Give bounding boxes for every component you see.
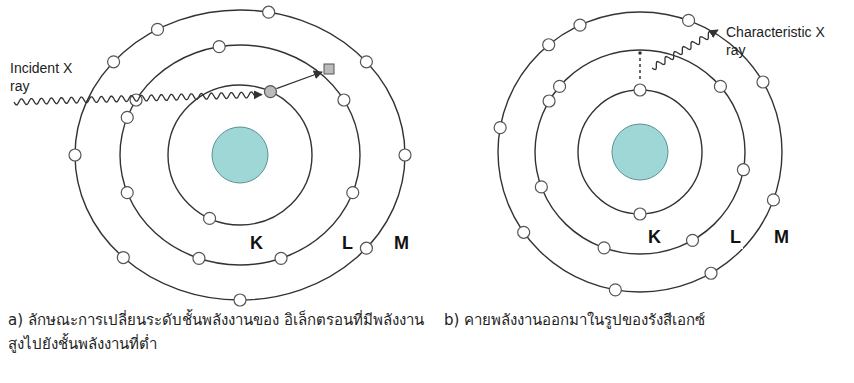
shell-label: L bbox=[340, 232, 355, 255]
incident-wave bbox=[14, 92, 262, 105]
wave-label: Characteristic X ray bbox=[726, 24, 836, 59]
shell-label: M bbox=[772, 226, 791, 249]
electron bbox=[121, 111, 133, 123]
electron bbox=[609, 284, 621, 296]
caption: b) คายพลังงานออกมาในรูปของรังสีเอกซ์ bbox=[444, 308, 844, 332]
atom bbox=[69, 6, 411, 306]
electron bbox=[204, 212, 216, 224]
electron bbox=[117, 252, 129, 264]
electron bbox=[213, 41, 225, 53]
electron bbox=[399, 149, 411, 161]
electron bbox=[683, 14, 695, 26]
electron bbox=[574, 19, 586, 31]
electron bbox=[535, 181, 547, 193]
electron-shell bbox=[578, 90, 702, 214]
electron bbox=[360, 242, 372, 254]
electron bbox=[121, 187, 133, 199]
electron bbox=[494, 122, 506, 134]
transition-dot bbox=[638, 51, 642, 55]
electron bbox=[518, 226, 530, 238]
electron-shell bbox=[535, 50, 745, 254]
transition-mark bbox=[639, 58, 641, 82]
electron bbox=[705, 267, 717, 279]
electron bbox=[275, 252, 287, 264]
electron bbox=[264, 86, 276, 98]
electron bbox=[108, 56, 120, 68]
wave-label: Incident X ray bbox=[10, 60, 90, 95]
ejected-electron bbox=[324, 64, 334, 74]
electron bbox=[193, 252, 205, 264]
electron-shell bbox=[75, 10, 405, 300]
electron bbox=[598, 242, 610, 254]
electron bbox=[714, 80, 726, 92]
nucleus bbox=[612, 124, 668, 180]
electron bbox=[360, 56, 372, 68]
electron bbox=[634, 208, 646, 220]
caption: a) ลักษณะการเปลี่ยนระดับชั้นพลังงานของ อ… bbox=[8, 308, 428, 356]
electron bbox=[152, 23, 164, 35]
electron bbox=[543, 95, 555, 107]
shell-label: M bbox=[392, 232, 411, 255]
electron bbox=[347, 187, 359, 199]
nucleus bbox=[212, 127, 268, 183]
electron bbox=[737, 164, 749, 176]
electron bbox=[543, 39, 555, 51]
electron-shell bbox=[120, 45, 360, 265]
electron-shell bbox=[168, 85, 312, 225]
electron bbox=[767, 194, 779, 206]
ejection-arrow bbox=[276, 72, 322, 89]
shell-label: L bbox=[728, 226, 743, 249]
shell-label: K bbox=[646, 226, 663, 249]
electron bbox=[687, 234, 699, 246]
electron bbox=[634, 84, 646, 96]
electron bbox=[554, 80, 566, 92]
electron bbox=[234, 294, 246, 306]
electron bbox=[338, 94, 350, 106]
electron bbox=[263, 6, 275, 18]
characteristic-wave bbox=[652, 30, 718, 69]
shell-label: K bbox=[248, 232, 265, 255]
electron bbox=[757, 76, 769, 88]
electron bbox=[69, 149, 81, 161]
